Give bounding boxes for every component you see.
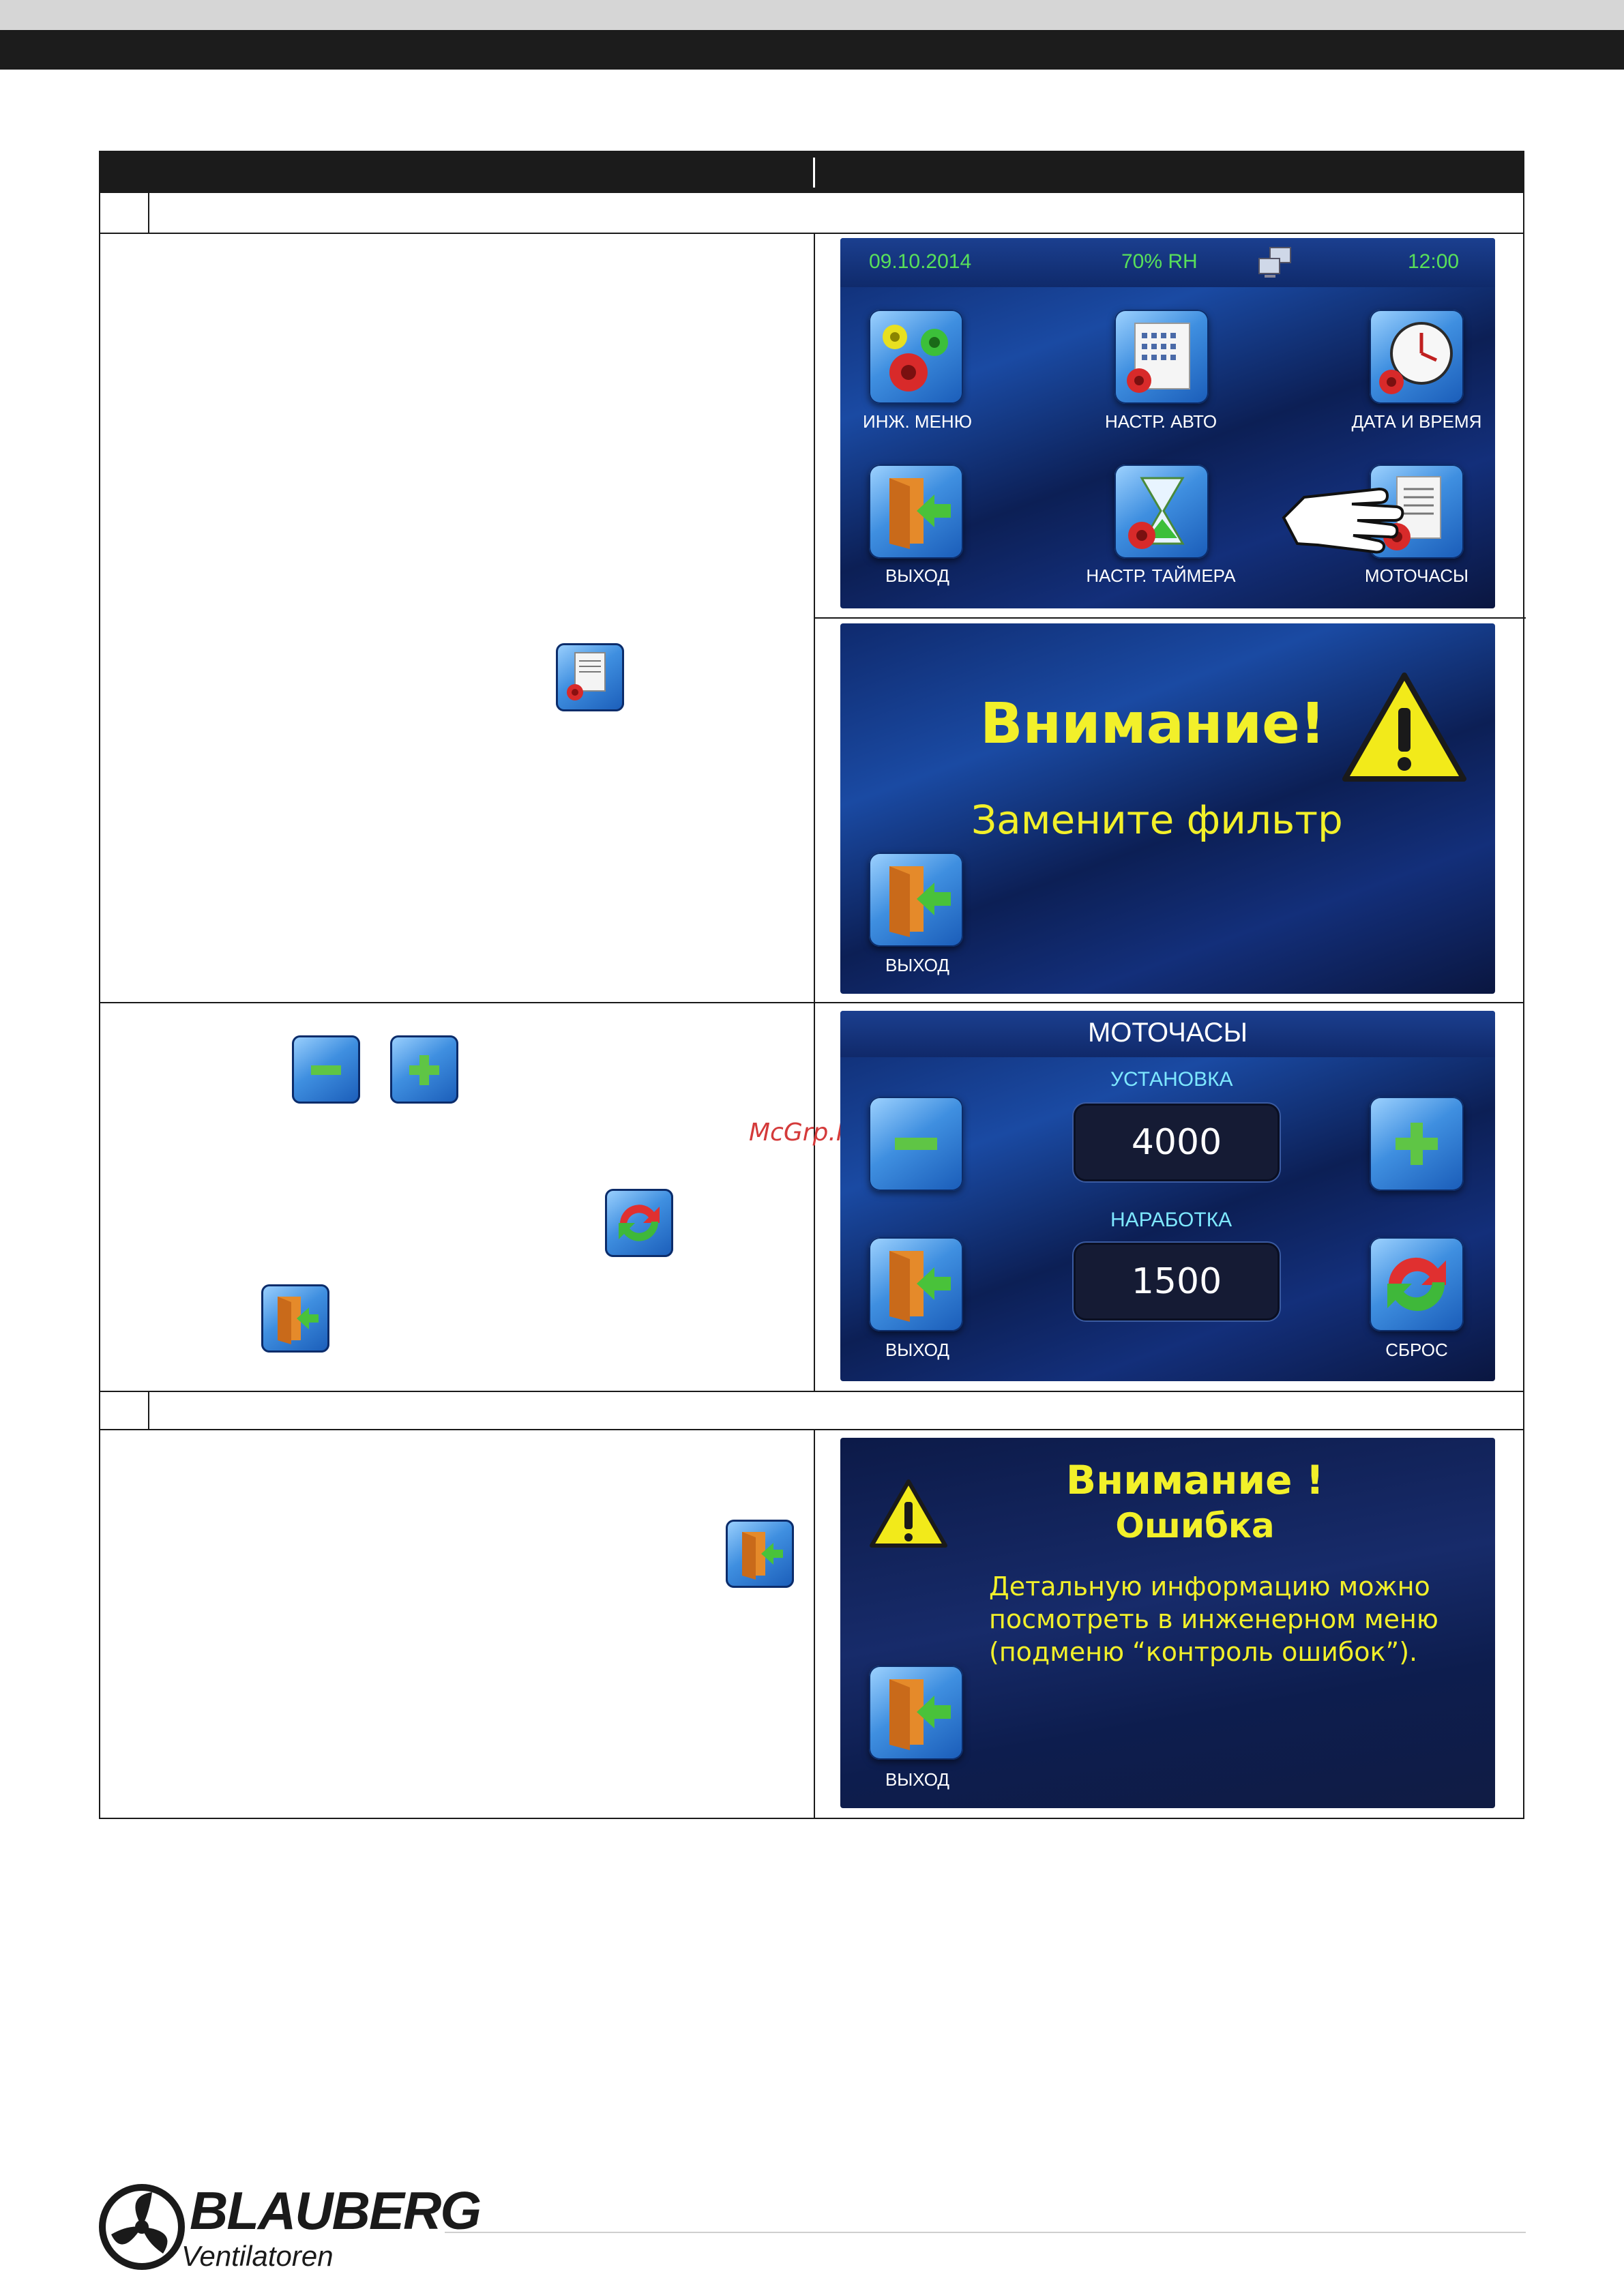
screen-error: Внимание ! Ошибка Детальную информацию м… <box>840 1438 1495 1808</box>
screen-filter-warning: Внимание! Замените фильтр ВЫХОД <box>840 623 1495 994</box>
reset-arrows-icon <box>1387 1257 1446 1312</box>
timer-settings-button[interactable] <box>1114 464 1209 559</box>
error-line-1: Детальную информацию можно <box>989 1571 1430 1601</box>
pointing-hand-icon <box>1277 477 1406 561</box>
timer-settings-label: НАСТР. ТАЙМЕРА <box>1086 565 1236 586</box>
minus-inline-icon <box>292 1035 360 1104</box>
top-grey-band <box>0 0 1624 30</box>
motohours-button[interactable] <box>1370 464 1464 559</box>
warning-triangle-icon <box>868 1477 949 1554</box>
exit-door-icon <box>889 1251 951 1322</box>
exit-label: ВЫХОД <box>885 1769 950 1790</box>
minus-icon <box>895 1138 937 1150</box>
runtime-label: НАРАБОТКА <box>1110 1209 1232 1231</box>
exit-button[interactable] <box>869 853 963 947</box>
screen-main-menu: 09.10.2014 70% RH 12:00 ИНЖ. МЕНЮ НАСТР.… <box>840 238 1495 608</box>
brand-sub: Ventilatoren <box>181 2240 334 2272</box>
setting-label: УСТАНОВКА <box>1110 1068 1233 1091</box>
exit-inline-icon <box>261 1284 329 1353</box>
clock-icon <box>1379 322 1453 394</box>
error-title: Внимание ! <box>1065 1457 1325 1503</box>
reset-inline-icon <box>605 1189 673 1257</box>
gears-icon <box>883 325 948 392</box>
exit-door-icon <box>889 1679 951 1750</box>
reset-label: СБРОС <box>1385 1340 1448 1360</box>
top-black-band <box>0 30 1624 70</box>
error-subtitle: Ошибка <box>1115 1506 1275 1546</box>
status-humidity: 70% RH <box>1121 250 1198 273</box>
status-date: 09.10.2014 <box>869 250 972 273</box>
engineer-menu-label: ИНЖ. МЕНЮ <box>863 411 972 432</box>
error-line-2: посмотреть в инженерном меню <box>989 1604 1438 1634</box>
minus-button[interactable] <box>869 1097 963 1191</box>
exit-button[interactable] <box>869 464 963 559</box>
screen-motohours: МОТОЧАСЫ УСТАНОВКА 4000 НАРАБОТКА 1500 В… <box>840 1011 1495 1381</box>
footer-rule <box>445 2232 1526 2233</box>
error-line-3: (подменю “контроль ошибок”). <box>989 1637 1418 1667</box>
auto-settings-button[interactable] <box>1114 310 1209 404</box>
engineer-menu-button[interactable] <box>869 310 963 404</box>
brand-name: BLAUBERG <box>190 2181 482 2241</box>
reset-button[interactable] <box>1370 1237 1464 1331</box>
motohours-inline-icon <box>556 643 624 711</box>
datetime-button[interactable] <box>1370 310 1464 404</box>
hourglass-icon <box>1128 477 1185 549</box>
exit-door-icon <box>889 866 951 937</box>
plus-button[interactable] <box>1370 1097 1464 1191</box>
warning-triangle-icon <box>1340 670 1469 788</box>
table-header <box>100 152 1523 193</box>
plus-inline-icon <box>390 1035 458 1104</box>
exit-label: ВЫХОД <box>885 955 950 975</box>
warning-title: Внимание! <box>980 692 1326 756</box>
runtime-value: 1500 <box>1074 1243 1280 1320</box>
exit-label: ВЫХОД <box>885 565 950 586</box>
instruction-table <box>99 151 1526 1819</box>
exit-label: ВЫХОД <box>885 1340 950 1360</box>
status-bar: 09.10.2014 70% RH 12:00 <box>840 238 1495 287</box>
status-time: 12:00 <box>1408 250 1460 273</box>
warning-message: Замените фильтр <box>971 797 1343 843</box>
motohours-title: МОТОЧАСЫ <box>1087 1018 1248 1048</box>
error-details: Детальную информацию можно посмотреть в … <box>989 1570 1438 1668</box>
network-icon <box>1256 246 1295 282</box>
auto-settings-label: НАСТР. АВТО <box>1104 411 1217 432</box>
exit-door-icon <box>889 478 951 549</box>
setting-value: 4000 <box>1074 1104 1280 1181</box>
exit-inline-icon-2 <box>726 1520 794 1588</box>
datetime-label: ДАТА И ВРЕМЯ <box>1351 411 1482 432</box>
plus-icon <box>1396 1123 1438 1165</box>
motohours-label: МОТОЧАСЫ <box>1364 565 1469 586</box>
exit-button[interactable] <box>869 1237 963 1331</box>
exit-button[interactable] <box>869 1666 963 1760</box>
calendar-icon <box>1127 323 1190 393</box>
blauberg-fan-logo-icon <box>98 2183 186 2274</box>
